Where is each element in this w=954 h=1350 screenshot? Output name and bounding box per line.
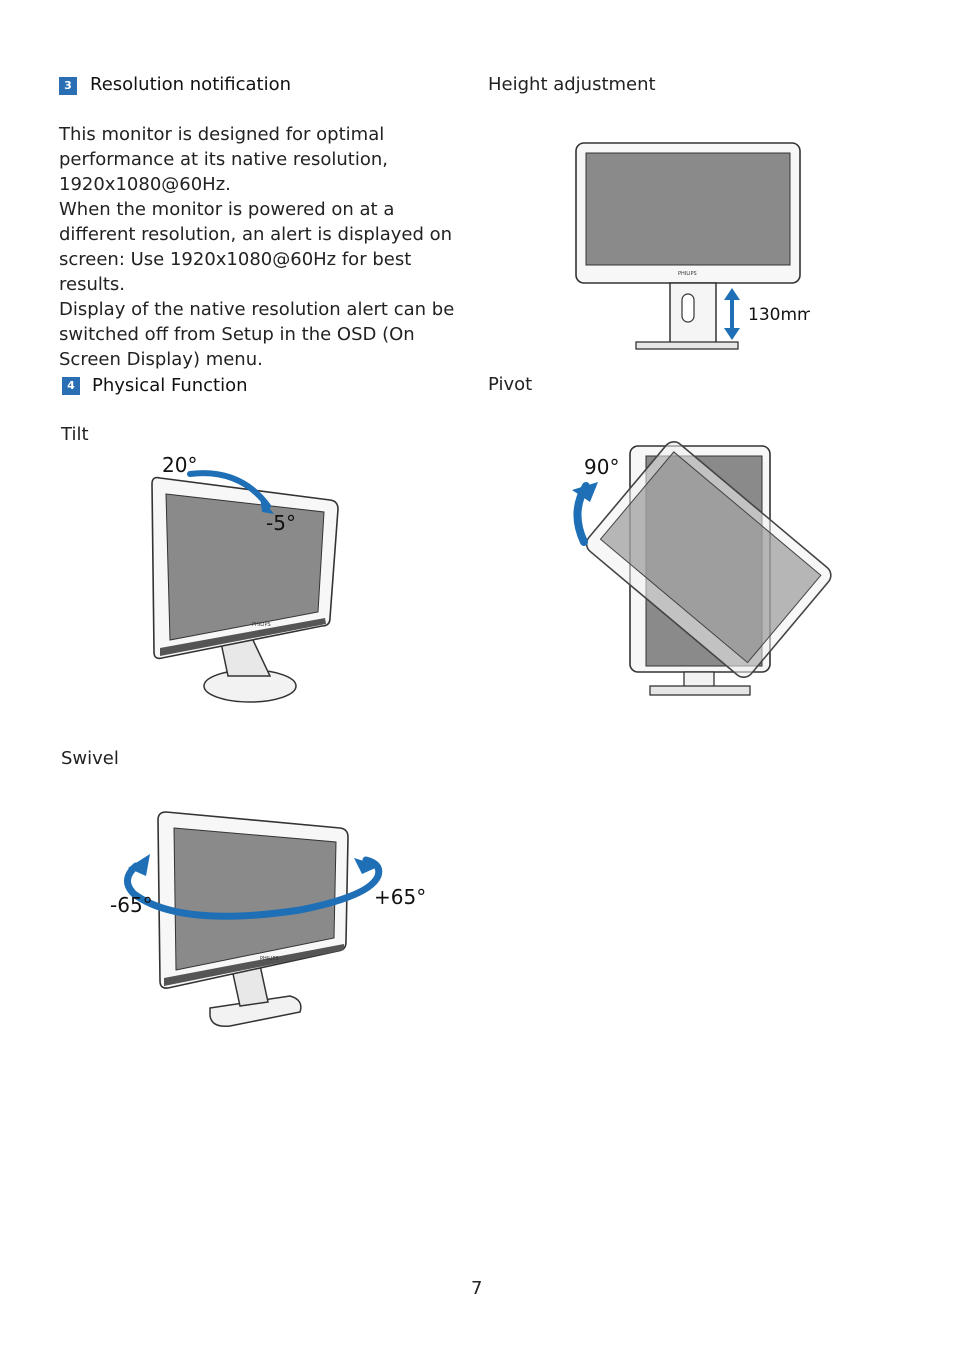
svg-text:PHILIPS: PHILIPS [260,956,279,962]
swivel-label: Swivel [61,748,119,769]
swivel-left-angle: -65° [110,893,153,917]
section-3-badge: 3 [59,77,77,95]
paragraph: Display of the native resolution alert c… [59,299,455,370]
pivot-angle: 90° [584,455,619,479]
svg-text:PHILIPS: PHILIPS [678,271,697,277]
height-adjustment-label: Height adjustment [488,74,656,95]
swivel-monitor-figure: PHILIPS -65° +65° [110,811,426,1028]
tilt-monitor-figure: PHILIPS 20° -5° [151,453,339,703]
swivel-right-angle: +65° [374,885,426,909]
pivot-figure: 90° [572,441,832,696]
height-adjustment-figure: PHILIPS 130mm [575,142,810,350]
section-3-title: Resolution notification [90,74,291,95]
tilt-up-angle: 20° [162,453,197,477]
section-3-body: This monitor is designed for optimal per… [59,122,464,372]
section-4-badge: 4 [62,377,80,395]
pivot-label: Pivot [488,374,533,395]
svg-text:PHILIPS: PHILIPS [252,622,271,628]
height-range-value: 130mm [748,305,810,325]
paragraph: This monitor is designed for optimal per… [59,124,388,195]
page-number: 7 [471,1278,483,1299]
tilt-label: Tilt [61,424,89,445]
paragraph: When the monitor is powered on at a diff… [59,199,453,295]
section-4-title: Physical Function [92,375,248,396]
tilt-down-angle: -5° [266,511,296,535]
